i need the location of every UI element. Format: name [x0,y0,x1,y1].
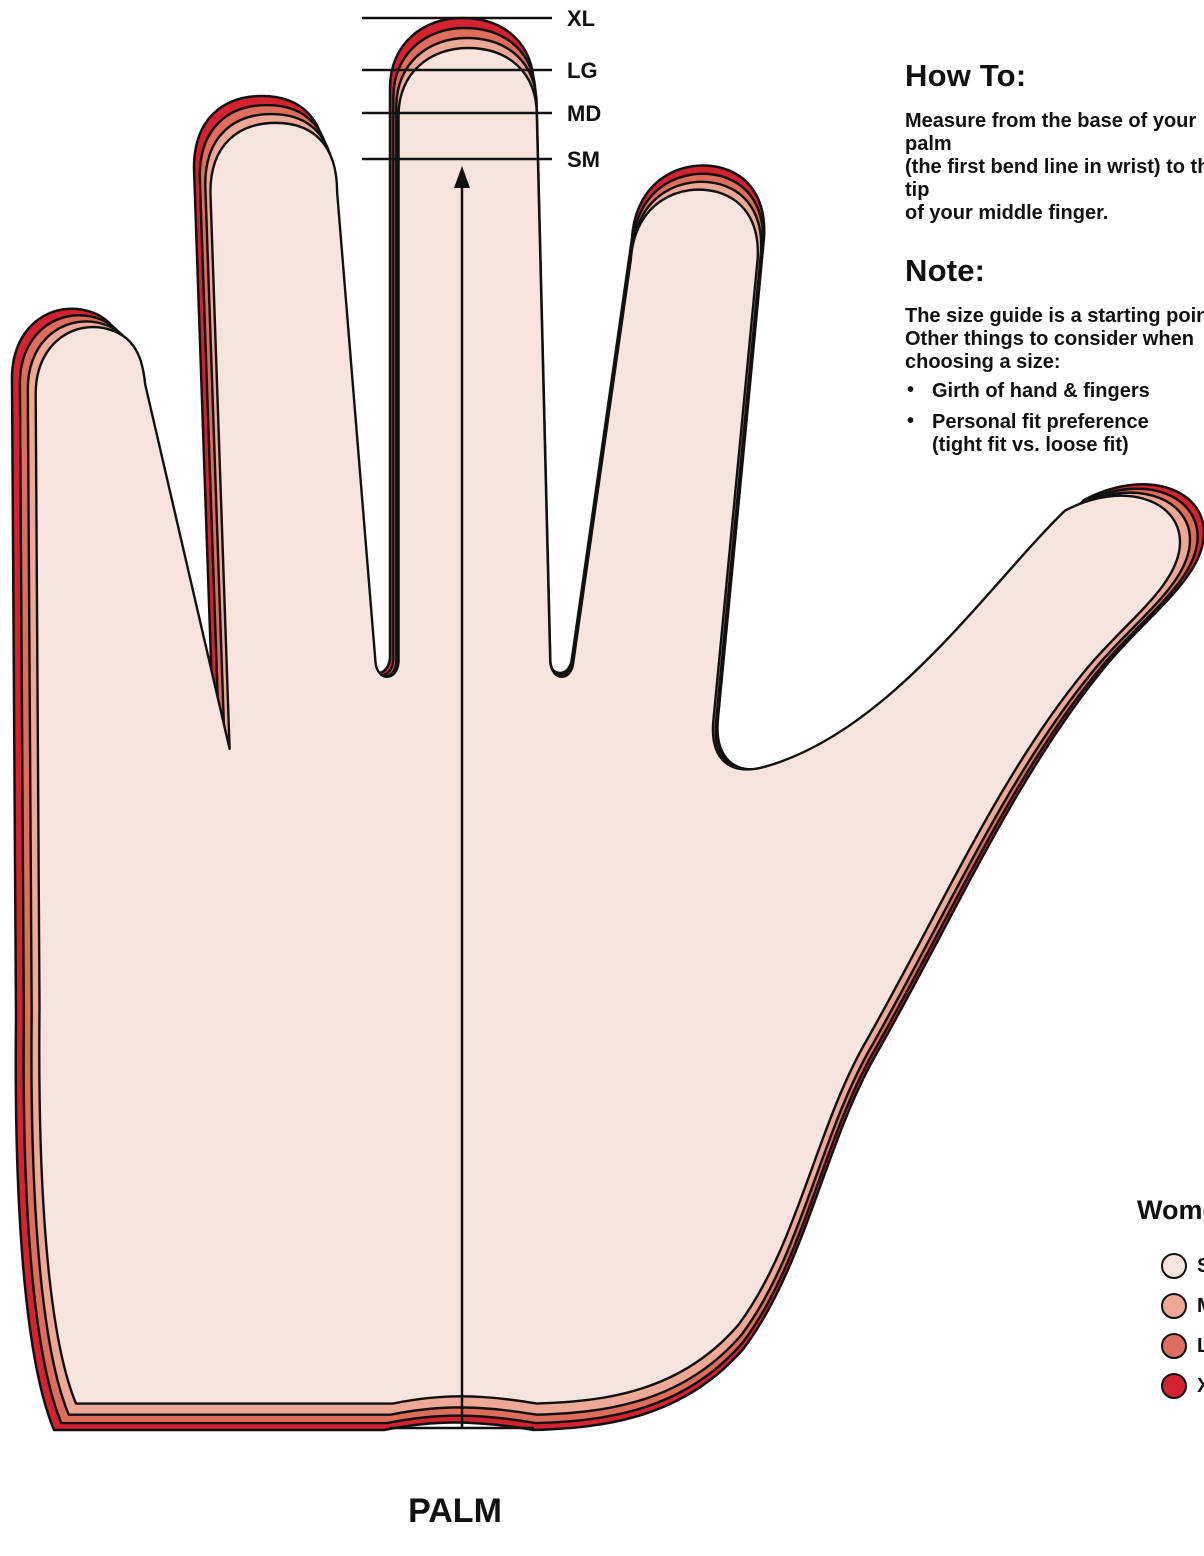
hand-outline-layers [12,18,1204,1430]
legend-item-lg: LG [1137,1326,1204,1366]
legend-item-xl: XL [1137,1366,1204,1406]
legend-item-sm: SM [1137,1246,1204,1286]
legend-swatch-sm [1161,1253,1187,1279]
note-bullet-list: Girth of hand & fingers Personal fit pre… [905,380,1204,457]
legend-label-xl: XL [1197,1375,1204,1398]
note-text: The size guide is a starting point. Othe… [905,305,1204,374]
legend-item-md: MD [1137,1286,1204,1326]
legend-swatch-xl [1161,1373,1187,1399]
legend-label-md: MD [1197,1295,1204,1318]
legend-swatch-lg [1161,1333,1187,1359]
palm-label: PALM [408,1492,502,1530]
note-bullet: Girth of hand & fingers [905,380,1204,403]
note-section: Note: The size guide is a starting point… [905,253,1204,465]
lg-label: LG [567,58,598,83]
note-heading: Note: [905,253,1204,289]
size-legend: Women's SM MD LG XL [1137,1195,1204,1406]
legend-label-sm: SM [1197,1255,1204,1278]
md-label: MD [567,101,601,126]
how-to-heading: How To: [905,58,1204,94]
legend-swatch-md [1161,1293,1187,1319]
legend-label-lg: LG [1197,1335,1204,1358]
note-bullet: Personal fit preference (tight fit vs. l… [905,411,1204,457]
how-to-section: How To: Measure from the base of your pa… [905,58,1204,225]
how-to-text: Measure from the base of your palm (the … [905,110,1204,225]
legend-title: Women's [1137,1195,1204,1226]
xl-label: XL [567,6,595,31]
sm-label: SM [567,147,600,172]
